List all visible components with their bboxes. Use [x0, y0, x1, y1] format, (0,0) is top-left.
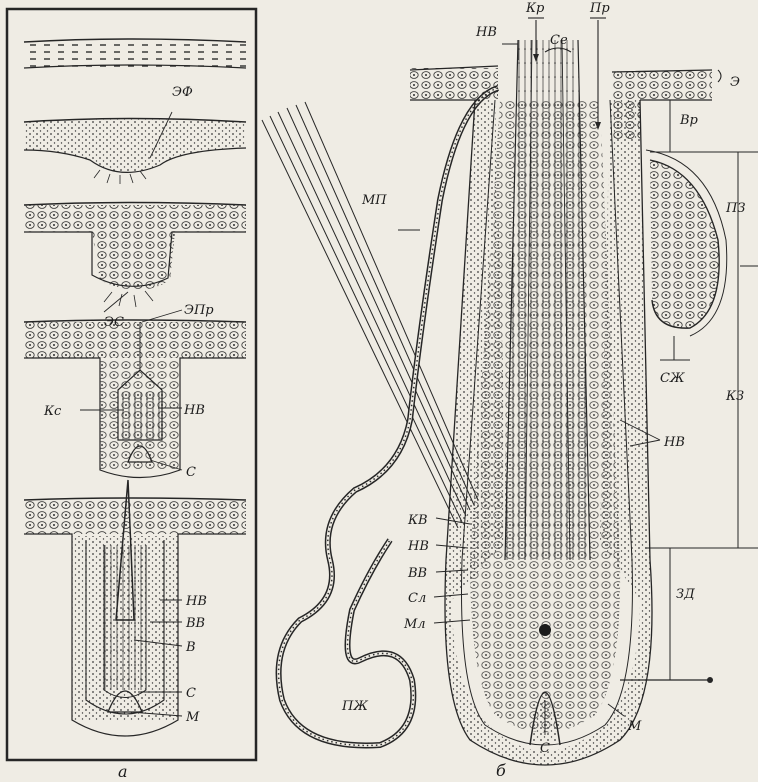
stage-3-hair-germ — [24, 203, 246, 313]
stage-4-hair-peg — [24, 310, 246, 478]
panel-b: НВ Кр Се Пр Э Вр ПЗ СЖ КЗ ЗД НВ МП КВ НВ… — [262, 1, 758, 780]
label-m-a: М — [185, 710, 200, 725]
label-ml: Мл — [403, 617, 426, 632]
label-nv-a1: НВ — [183, 403, 205, 418]
label-vv-a: ВВ — [185, 616, 205, 631]
label-kv: КВ — [407, 513, 428, 528]
label-nv-right: НВ — [663, 435, 685, 450]
label-pz: ПЗ — [725, 201, 745, 216]
label-kr: Кр — [525, 1, 545, 16]
sebaceous-gland — [646, 150, 727, 336]
caption-b: б — [496, 761, 506, 780]
caption-a: а — [118, 762, 128, 781]
label-kz: КЗ — [725, 389, 744, 404]
stage-1-epidermis — [24, 39, 246, 68]
label-ks: Кс — [43, 404, 62, 419]
label-sg: СЖ — [660, 371, 685, 386]
label-e: Э — [730, 75, 740, 90]
label-vr: Вр — [679, 113, 699, 128]
label-ef: ЭФ — [172, 85, 193, 100]
label-epr: ЭПр — [184, 303, 214, 318]
label-es: ЭС — [104, 315, 124, 330]
label-mp: МП — [361, 193, 387, 208]
label-zd: ЗД — [676, 587, 695, 602]
label-vv-b: ВВ — [407, 566, 427, 581]
label-se: Се — [550, 33, 568, 48]
label-s-a1: С — [186, 465, 196, 480]
label-m-b: М — [627, 719, 642, 734]
label-sl: Сл — [408, 591, 426, 606]
label-s-a2: С — [186, 686, 196, 701]
hair-follicle — [445, 40, 652, 765]
stage-5-formed-hair — [24, 480, 246, 736]
label-v: В — [185, 640, 196, 655]
panel-a: ЭФ ЭС ЭПр Кс НВ С НВ ВВ В С М а — [7, 9, 256, 781]
label-pzh: ПЖ — [341, 699, 368, 714]
label-nv-top: НВ — [475, 25, 497, 40]
label-s-b: С — [540, 741, 550, 756]
stage-2-placode — [24, 112, 246, 184]
label-pr: Пр — [589, 1, 610, 16]
label-nv-left: НВ — [407, 539, 429, 554]
label-nv-a2: НВ — [185, 594, 207, 609]
